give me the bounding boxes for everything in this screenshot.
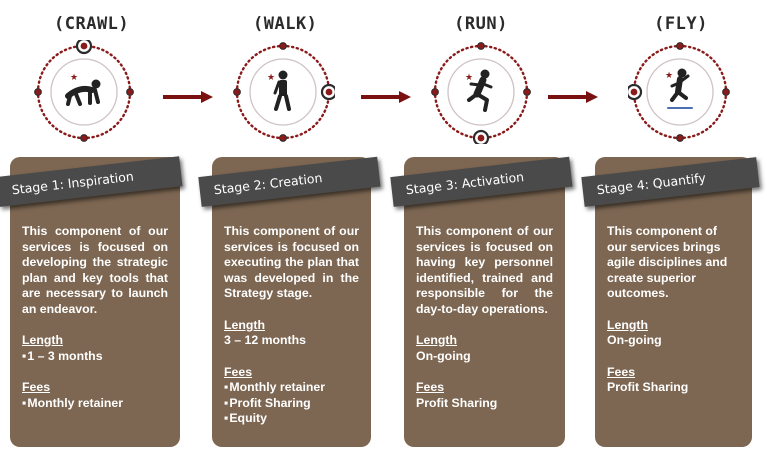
stage-2-fees-section: Fees Monthly retainer Profit Sharing Equ… [224, 365, 359, 427]
stage-2-title: (WALK) [253, 14, 318, 34]
stage-1-body: This component of our services is focuse… [22, 224, 168, 427]
stage-4-body: This component of our services brings ag… [607, 224, 740, 412]
arrow-stage-2-to-3 [361, 89, 413, 105]
stage-2-length-item: 3 – 12 months [224, 333, 307, 347]
stage-1-length-item: 1 – 3 months [22, 349, 168, 365]
stage-2-fee-item: Equity [224, 411, 359, 427]
stage-4-fees-heading: Fees [607, 364, 636, 379]
arrow-stage-3-to-4 [548, 89, 600, 105]
crawling-person-icon: ★ [65, 73, 101, 106]
stage-4-length-item: On-going [607, 333, 662, 347]
stage-2-description: This component of our services is focuse… [224, 224, 359, 300]
stage-2-fee-item: Monthly retainer [224, 380, 359, 396]
stage-2-orbit: ★ [231, 40, 335, 144]
stage-3-title: (RUN) [454, 14, 508, 34]
running-person-icon: ★ [465, 69, 493, 112]
svg-text:★: ★ [267, 73, 275, 83]
stage-4-title: (FLY) [654, 14, 708, 34]
stage-3-body: This component of our services is focuse… [416, 224, 553, 427]
jumping-person-icon: ★ [665, 68, 693, 109]
stage-3-orbit: ★ [429, 40, 533, 144]
stage-4-length-heading: Length [607, 317, 648, 332]
stage-4-card: Stage 4: Quantify This component of our … [581, 157, 760, 447]
stage-1-fees-heading: Fees [22, 380, 51, 394]
stage-2-length-section: Length 3 – 12 months [224, 318, 359, 349]
stage-2-fee-item: Profit Sharing [224, 396, 359, 412]
stage-3-card: Stage 3: Activation This component of ou… [390, 156, 573, 447]
walking-person-icon: ★ [267, 70, 291, 111]
stage-3-fees-section: Fees Profit Sharing [416, 380, 553, 411]
stage-3-banner: Stage 3: Activation [390, 156, 573, 207]
svg-text:★: ★ [465, 73, 473, 83]
stage-2-length-heading: Length [224, 317, 265, 332]
stage-1-title: (CRAWL) [54, 14, 130, 34]
stage-4-fee-item: Profit Sharing [607, 380, 689, 394]
stage-4-length-section: Length On-going [607, 318, 740, 349]
stage-1-card: Stage 1: Inspiration This component of o… [0, 156, 183, 447]
stage-3-description: This component of our services is focuse… [416, 224, 553, 316]
stage-1-fees-section: Fees Monthly retainer [22, 380, 168, 411]
stage-3-length-heading: Length [416, 333, 457, 347]
stage-4-orbit: ★ [628, 40, 732, 144]
stage-2-fees-heading: Fees [224, 364, 253, 379]
stage-3-fees-heading: Fees [416, 380, 445, 394]
stage-4-description: This component of our services brings ag… [607, 224, 728, 300]
stage-1-orbit: ★ [32, 40, 136, 144]
stage-1-length-heading: Length [22, 333, 63, 347]
stage-4-fees-section: Fees Profit Sharing [607, 365, 740, 396]
stage-3-length-section: Length On-going [416, 333, 553, 364]
stage-3-fee-item: Profit Sharing [416, 395, 498, 410]
stage-1-description: This component of our services is focuse… [22, 224, 168, 316]
stage-1-banner: Stage 1: Inspiration [0, 156, 183, 207]
stage-2-body: This component of our services is focuse… [224, 224, 359, 443]
stage-4-banner: Stage 4: Quantify [581, 157, 760, 207]
svg-text:★: ★ [70, 73, 78, 83]
stage-3-length-item: On-going [416, 348, 471, 363]
arrow-stage-1-to-2 [163, 89, 215, 105]
stage-2-banner: Stage 2: Creation [198, 156, 381, 207]
stage-1-fee-item: Monthly retainer [22, 396, 168, 412]
stage-1-length-section: Length 1 – 3 months [22, 333, 168, 364]
stage-2-card: Stage 2: Creation This component of our … [198, 156, 381, 447]
svg-text:★: ★ [665, 71, 673, 81]
